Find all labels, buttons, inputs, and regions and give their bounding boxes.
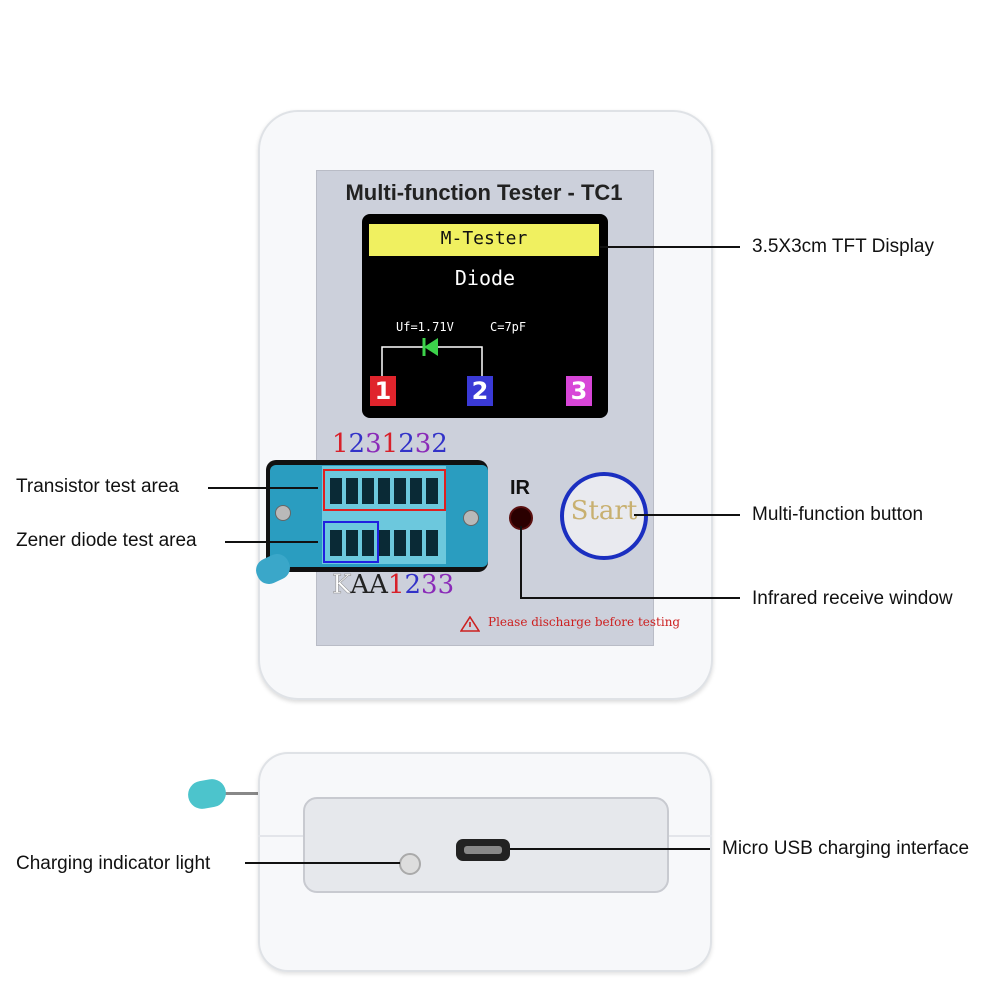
digit: 1 [381,429,399,459]
digit: 3 [365,429,382,459]
transistor-test-area[interactable] [323,469,446,511]
pin-1-box: 1 [370,376,396,406]
digit: A [350,570,370,600]
usb-leader-line [510,848,710,850]
callout-button: Multi-function button [752,504,924,525]
warning-text: Please discharge before testing [488,615,681,629]
socket-slot [330,478,342,504]
digit: 1 [387,570,405,600]
socket-slot [346,478,358,504]
callout-ir: Infrared receive window [752,588,953,609]
zener-leader-line [225,541,318,543]
digit: 2 [404,570,422,600]
digit: 3 [437,570,455,600]
button-leader-line [634,514,740,516]
diode-schematic [381,338,483,380]
transistor-leader-line [208,487,318,489]
screen-vf: Uf=1.71V [396,320,454,334]
socket-bottom-digits: KAA1233 [332,570,455,601]
pin-2-box: 2 [467,376,493,406]
callout-transistor: Transistor test area [16,476,179,497]
ir-leader-vertical [520,526,522,598]
socket-slot [362,530,374,556]
socket-slot [410,478,422,504]
screw-icon [463,510,479,526]
digit: 3 [414,429,432,459]
digit: K [332,570,351,601]
socket-top-digits: 1231232 [332,429,448,459]
device-title: Multi-function Tester - TC1 [345,180,623,205]
digit: A [369,570,388,600]
callout-zener: Zener diode test area [16,530,197,551]
socket-slot [394,478,406,504]
screen-mode: Diode [454,266,516,290]
digit: 2 [398,429,415,459]
socket-slot [394,530,406,556]
digit: 1 [332,429,349,459]
display-leader-line [600,246,740,248]
socket-slot [426,530,438,556]
socket-slot [378,478,390,504]
lever-stem [222,792,262,795]
zener-test-area[interactable] [323,521,379,563]
led-leader-line [245,862,400,864]
warning-icon [460,616,480,632]
screw-icon [275,505,291,521]
socket-slot [362,478,374,504]
callout-led: Charging indicator light [16,853,211,874]
ir-label: IR [510,477,530,499]
callout-display: 3.5X3cm TFT Display [752,236,934,257]
digit: 3 [421,570,438,600]
digit: 2 [348,429,366,459]
micro-usb-port-inner [464,846,502,854]
socket-slot [330,530,342,556]
start-button[interactable] [560,472,648,560]
socket-slot [346,530,358,556]
ir-leader-line [520,597,740,599]
screen-header: M-Tester [440,228,528,249]
charging-indicator-light [399,853,421,875]
socket-slot [410,530,422,556]
callout-usb: Micro USB charging interface [722,838,970,859]
screen-header-bar [369,224,599,256]
socket-slot [426,478,438,504]
socket-slot [378,530,390,556]
digit: 2 [431,429,448,459]
start-button-label: Start [570,496,638,526]
diode-symbol-icon [424,338,438,356]
pin-3-box: 3 [566,376,592,406]
screen-capacitance: C=7pF [490,320,527,334]
lever-knob [185,776,229,812]
